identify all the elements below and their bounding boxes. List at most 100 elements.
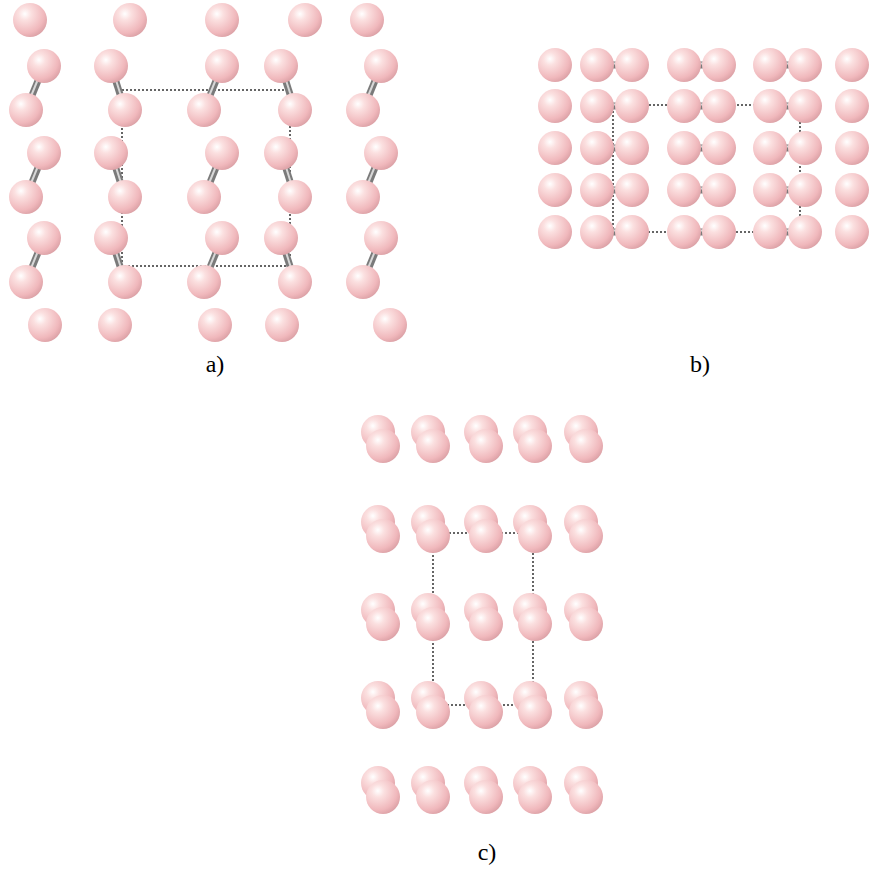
hydrogen-atom: [469, 780, 503, 814]
hydrogen-atom: [702, 48, 736, 82]
hydrogen-atom: [366, 780, 400, 814]
hydrogen-atom: [94, 136, 128, 170]
hydrogen-atom: [113, 3, 147, 37]
hydrogen-atom: [702, 215, 736, 249]
hydrogen-atom: [538, 89, 572, 123]
hydrogen-atom: [615, 215, 649, 249]
hydrogen-atom: [667, 48, 701, 82]
hydrogen-atom: [27, 221, 61, 255]
hydrogen-atom: [615, 89, 649, 123]
hydrogen-atom: [366, 607, 400, 641]
hydrogen-atom: [667, 89, 701, 123]
hydrogen-atom: [205, 136, 239, 170]
hydrogen-atom: [288, 3, 322, 37]
hydrogen-atom: [346, 93, 380, 127]
hydrogen-atom: [788, 48, 822, 82]
hydrogen-atom: [753, 173, 787, 207]
panel-label: a): [206, 352, 225, 376]
hydrogen-atom: [580, 48, 614, 82]
hydrogen-atom: [538, 131, 572, 165]
hydrogen-atom: [187, 93, 221, 127]
hydrogen-atom: [615, 48, 649, 82]
hydrogen-atom: [416, 519, 450, 553]
hydrogen-atom: [346, 180, 380, 214]
hydrogen-atom: [753, 48, 787, 82]
hydrogen-atoms: [9, 3, 869, 814]
hydrogen-atom: [278, 265, 312, 299]
hydrogen-atom: [366, 429, 400, 463]
hydrogen-atom: [27, 136, 61, 170]
hydrogen-atom: [264, 136, 298, 170]
hydrogen-atom: [346, 265, 380, 299]
hydrogen-atom: [518, 429, 552, 463]
hydrogen-atom: [518, 780, 552, 814]
hydrogen-atom: [569, 519, 603, 553]
hydrogen-atom: [469, 519, 503, 553]
hydrogen-atom: [518, 607, 552, 641]
hydrogen-atom: [265, 308, 299, 342]
hydrogen-atom: [580, 131, 614, 165]
hydrogen-atom: [753, 89, 787, 123]
hydrogen-atom: [205, 221, 239, 255]
hydrogen-atom: [753, 215, 787, 249]
hydrogen-atom: [615, 131, 649, 165]
hydrogen-atom: [788, 89, 822, 123]
hydrogen-atom: [580, 215, 614, 249]
hydrogen-atom: [416, 695, 450, 729]
hydrogen-atom: [667, 173, 701, 207]
hydrogen-atom: [28, 308, 62, 342]
hydrogen-atom: [702, 89, 736, 123]
hydrogen-atom: [108, 93, 142, 127]
hydrogen-atom: [469, 607, 503, 641]
hydrogen-atom: [569, 695, 603, 729]
hydrogen-atom: [835, 131, 869, 165]
hydrogen-atom: [9, 93, 43, 127]
hydrogen-atom: [518, 519, 552, 553]
hydrogen-atom: [469, 429, 503, 463]
hydrogen-atom: [416, 780, 450, 814]
hydrogen-atom: [569, 607, 603, 641]
hydrogen-atom: [835, 173, 869, 207]
hydrogen-atom: [788, 215, 822, 249]
hydrogen-atom: [580, 173, 614, 207]
hydrogen-atom: [667, 131, 701, 165]
hydrogen-atom: [538, 173, 572, 207]
hydrogen-atom: [364, 221, 398, 255]
hydrogen-atom: [667, 215, 701, 249]
hydrogen-atom: [364, 136, 398, 170]
hydrogen-atom: [264, 49, 298, 83]
hydrogen-atom: [538, 215, 572, 249]
hydrogen-atom: [278, 180, 312, 214]
hydrogen-atom: [518, 695, 552, 729]
hydrogen-atom: [416, 607, 450, 641]
hydrogen-atom: [569, 780, 603, 814]
hydrogen-atom: [27, 49, 61, 83]
hydrogen-atom: [702, 131, 736, 165]
hydrogen-atom: [264, 221, 298, 255]
hydrogen-atom: [98, 308, 132, 342]
hydrogen-atom: [108, 180, 142, 214]
unit-cells: [122, 90, 800, 705]
hydrogen-atom: [569, 429, 603, 463]
hydrogen-atom: [469, 695, 503, 729]
hydrogen-atom: [94, 49, 128, 83]
hydrogen-atom: [9, 265, 43, 299]
hydrogen-atom: [835, 48, 869, 82]
hydrogen-atom: [94, 221, 128, 255]
hydrogen-atom: [9, 180, 43, 214]
hydrogen-atom: [205, 3, 239, 37]
hydrogen-atom: [187, 265, 221, 299]
hydrogen-atom: [788, 173, 822, 207]
hydrogen-atom: [350, 3, 384, 37]
hydrogen-atom: [835, 215, 869, 249]
hydrogen-atom: [364, 49, 398, 83]
hydrogen-atom: [416, 429, 450, 463]
hydrogen-atom: [788, 131, 822, 165]
hydrogen-atom: [615, 173, 649, 207]
hydrogen-atom: [278, 93, 312, 127]
hydrogen-atom: [187, 180, 221, 214]
hydrogen-atom: [753, 131, 787, 165]
hydrogen-atom: [538, 48, 572, 82]
hydrogen-atom: [373, 308, 407, 342]
